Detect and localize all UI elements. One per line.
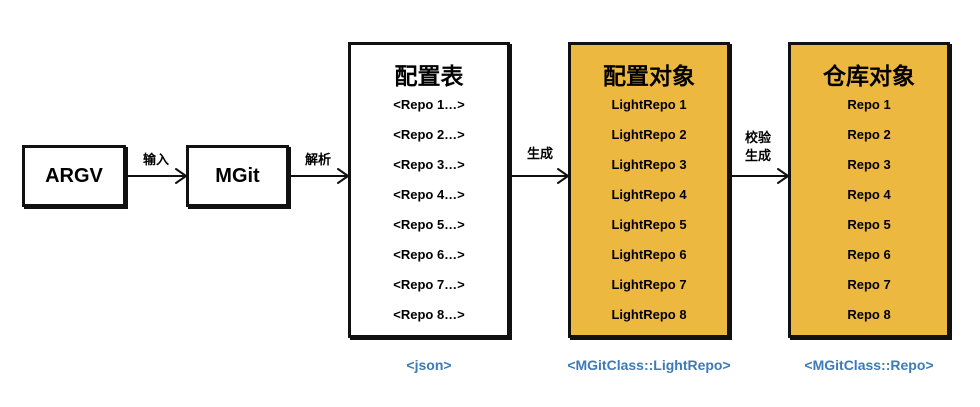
repo-objects-list: Repo 1 Repo 2 Repo 3 Repo 4 Repo 5 Repo …: [791, 98, 947, 338]
list-item: <Repo 6…>: [393, 247, 465, 262]
list-item: <Repo 7…>: [393, 277, 465, 292]
list-item: Repo 1: [847, 97, 891, 112]
arrow-config-table-to-config-objects: [511, 168, 569, 184]
list-item: <Repo 8…>: [393, 307, 465, 322]
repo-objects-title: 仓库对象: [823, 64, 915, 90]
list-item: <Repo 3…>: [393, 157, 465, 172]
argv-label: ARGV: [45, 164, 103, 187]
list-item: Repo 3: [847, 157, 891, 172]
edge-label-validate: 校验 生成: [736, 130, 780, 166]
config-table-class-label: <json>: [406, 357, 452, 373]
list-item: <Repo 4…>: [393, 187, 465, 202]
list-item: Repo 4: [847, 187, 891, 202]
config-objects-class-label: <MGitClass::LightRepo>: [567, 357, 731, 373]
list-item: Repo 7: [847, 277, 891, 292]
list-item: <Repo 1…>: [393, 97, 465, 112]
mgit-label: MGit: [215, 164, 260, 187]
mgit-node: MGit: [186, 145, 289, 207]
config-objects-title: 配置对象: [603, 64, 695, 90]
repo-objects-box: 仓库对象 Repo 1 Repo 2 Repo 3 Repo 4 Repo 5 …: [788, 42, 950, 338]
config-objects-box: 配置对象 LightRepo 1 LightRepo 2 LightRepo 3…: [568, 42, 730, 338]
list-item: Repo 2: [847, 127, 891, 142]
list-item: Repo 6: [847, 247, 891, 262]
edge-label-generate: 生成: [526, 147, 553, 162]
config-table-list: <Repo 1…> <Repo 2…> <Repo 3…> <Repo 4…> …: [351, 98, 507, 338]
list-item: Repo 8: [847, 307, 891, 322]
repo-objects-class-label: <MGitClass::Repo>: [804, 357, 934, 373]
config-table-title: 配置表: [394, 64, 464, 90]
list-item: <Repo 2…>: [393, 127, 465, 142]
list-item: Repo 5: [847, 217, 891, 232]
edge-label-validate-line1: 校验: [744, 131, 771, 146]
list-item: LightRepo 2: [611, 127, 687, 142]
config-table-box: 配置表 <Repo 1…> <Repo 2…> <Repo 3…> <Repo …: [348, 42, 510, 338]
list-item: LightRepo 6: [611, 247, 687, 262]
list-item: LightRepo 1: [611, 97, 687, 112]
arrow-argv-to-mgit: [127, 168, 187, 184]
list-item: <Repo 5…>: [393, 217, 465, 232]
arrow-mgit-to-config-table: [289, 168, 349, 184]
argv-node: ARGV: [22, 145, 126, 207]
edge-label-parse: 解析: [304, 153, 331, 168]
arrow-config-objects-to-repo-objects: [730, 168, 789, 184]
list-item: LightRepo 7: [611, 277, 687, 292]
edge-label-input: 输入: [142, 153, 169, 168]
edge-label-validate-line2: 生成: [744, 149, 771, 164]
list-item: LightRepo 8: [611, 307, 687, 322]
list-item: LightRepo 4: [611, 187, 687, 202]
list-item: LightRepo 5: [611, 217, 687, 232]
list-item: LightRepo 3: [611, 157, 687, 172]
config-objects-list: LightRepo 1 LightRepo 2 LightRepo 3 Ligh…: [571, 98, 727, 338]
